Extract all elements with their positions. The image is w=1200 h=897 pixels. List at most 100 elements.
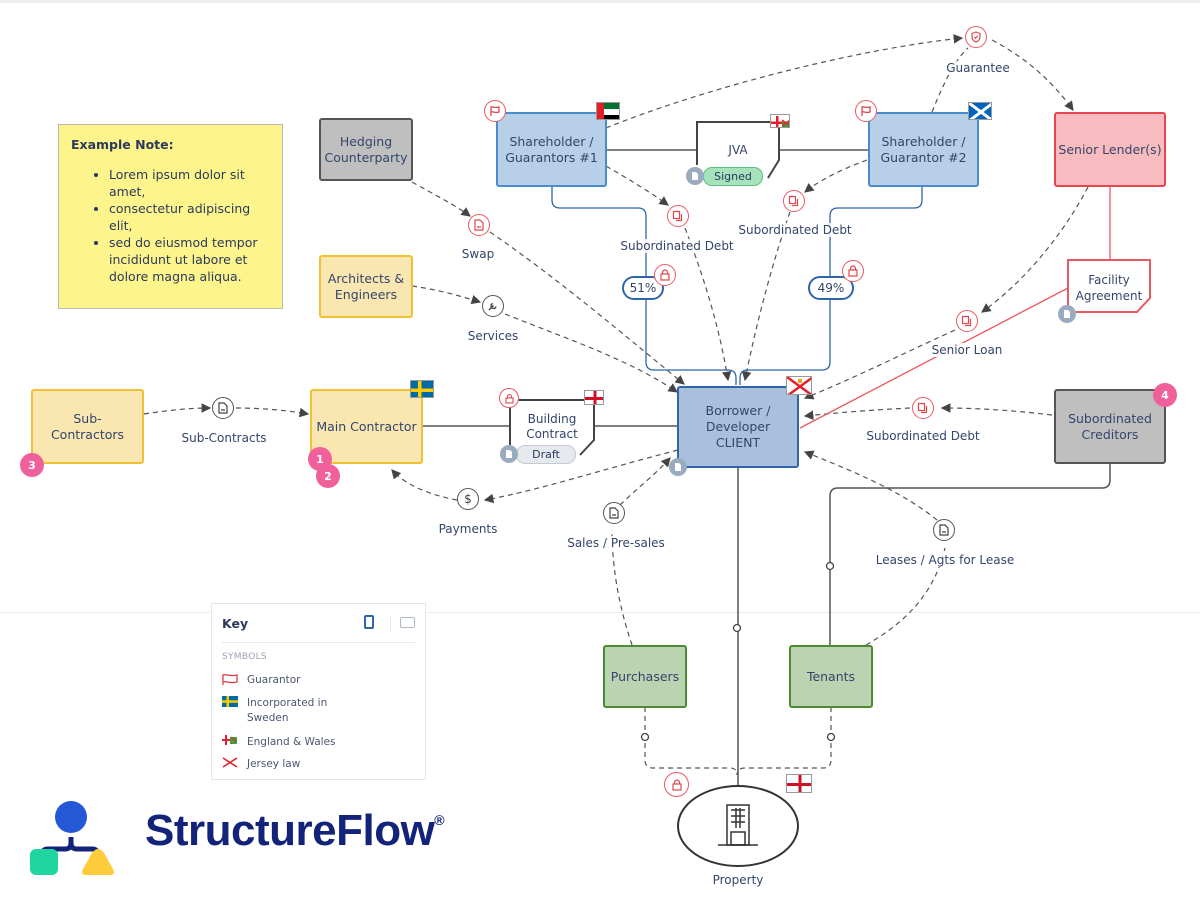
node-architects-engineers[interactable]: Architects & Engineers <box>319 255 413 318</box>
node-label: Borrower / Developer CLIENT <box>705 403 771 450</box>
edge-guarantee-sh2[interactable] <box>931 47 969 113</box>
example-note[interactable]: Example Note: Lorem ipsum dolor sit amet… <box>58 124 283 309</box>
node-main-contractor[interactable]: Main Contractor <box>310 389 423 464</box>
sales-document-icon[interactable] <box>603 502 625 524</box>
edge-hedging-swap[interactable] <box>411 181 471 217</box>
england-wales-flag-icon <box>770 114 790 128</box>
edge-tenants-property[interactable] <box>736 707 832 776</box>
note-list: Lorem ipsum dolor sit amet, consectetur … <box>71 166 270 285</box>
key-item: England & Wales <box>222 735 335 750</box>
property-node[interactable] <box>677 785 799 867</box>
status-badge-draft[interactable]: Draft <box>516 445 576 464</box>
edge-facility-borrower[interactable] <box>799 287 1069 429</box>
edge-lender-seniorloan[interactable] <box>981 186 1089 313</box>
facility-agreement-shape[interactable] <box>1067 259 1151 313</box>
key-item: Jersey law <box>222 757 300 773</box>
key-section-title: SYMBOLS <box>222 652 267 662</box>
edge-sub-subcontracts[interactable] <box>143 403 212 415</box>
leases-document-icon[interactable] <box>933 519 955 541</box>
edge-payments-main[interactable] <box>391 469 458 501</box>
security-lock-icon[interactable] <box>654 264 676 286</box>
edge-sh2-subdebt[interactable] <box>804 159 868 193</box>
sweden-flag-icon <box>222 696 238 707</box>
subordinated-debt-icon[interactable] <box>667 205 689 227</box>
security-lock-icon[interactable] <box>842 260 864 282</box>
swap-document-icon[interactable] <box>468 214 490 236</box>
edge-subcontracts-main[interactable] <box>235 407 310 418</box>
status-badge-signed[interactable]: Signed <box>703 167 763 186</box>
property-label: Property <box>712 873 764 887</box>
edge-services-borrower[interactable] <box>504 313 678 393</box>
england-flag-icon <box>584 390 604 405</box>
landscape-toggle-icon[interactable] <box>400 617 415 628</box>
guarantor-flag-icon <box>855 100 877 122</box>
node-shareholder-1[interactable]: Shareholder / Guarantors #1 <box>496 112 607 187</box>
key-title: Key <box>222 616 249 631</box>
jersey-flag-icon <box>786 376 812 395</box>
edge-leases-borrower[interactable] <box>803 450 938 521</box>
security-lock-icon[interactable] <box>499 388 519 408</box>
note-title: Example Note: <box>71 137 174 152</box>
sub-contracts-document-icon[interactable] <box>212 397 234 419</box>
edge-subdebt2-borrower[interactable] <box>741 211 791 382</box>
node-label: Shareholder / Guarantor #2 <box>880 133 967 165</box>
jva-label: JVA <box>728 143 748 157</box>
annotation-badge-4[interactable]: 4 <box>1153 383 1177 407</box>
node-label: Hedging Counterparty <box>324 133 408 165</box>
document-icon[interactable] <box>500 445 518 463</box>
edge-sh1-subdebt[interactable] <box>605 165 669 206</box>
document-icon[interactable] <box>669 458 687 476</box>
edge-label-subdebt-3: Subordinated Debt <box>864 429 982 443</box>
node-borrower-developer[interactable]: Borrower / Developer CLIENT <box>677 386 799 468</box>
document-icon[interactable] <box>1058 305 1076 323</box>
annotation-badge-2[interactable]: 2 <box>316 464 340 488</box>
england-wales-flag-icon <box>222 735 238 745</box>
node-label: Main Contractor <box>316 418 417 434</box>
subordinated-debt-icon[interactable] <box>783 190 805 212</box>
edge-label-guarantee: Guarantee <box>944 61 1012 75</box>
node-subordinated-creditors[interactable]: Subordinated Creditors <box>1054 389 1166 464</box>
node-sub-contractors[interactable]: Sub-Contractors <box>31 389 144 464</box>
edge-purchasers-property[interactable] <box>644 707 738 776</box>
senior-loan-icon[interactable] <box>956 310 978 332</box>
key-item-label: Jersey law <box>247 758 301 770</box>
guarantor-flag-icon <box>222 673 238 685</box>
node-shareholder-2[interactable]: Shareholder / Guarantor #2 <box>868 112 979 187</box>
edge-subdebt3-borrower[interactable] <box>803 407 911 420</box>
building-icon <box>718 804 758 846</box>
edge-subcred-property[interactable] <box>829 464 1111 645</box>
scotland-flag-icon <box>968 102 992 120</box>
key-item-label: Guarantor <box>247 674 301 686</box>
node-hedging-counterparty[interactable]: Hedging Counterparty <box>319 118 413 181</box>
node-purchasers[interactable]: Purchasers <box>603 645 687 708</box>
edge-guarantee-lender[interactable] <box>991 39 1074 111</box>
payments-dollar-icon[interactable]: $ <box>457 488 479 510</box>
edge-arch-services[interactable] <box>411 285 482 305</box>
annotation-badge-3[interactable]: 3 <box>20 453 44 477</box>
subordinated-debt-icon[interactable] <box>912 397 934 419</box>
edge-borrower-payments[interactable] <box>483 449 679 504</box>
portrait-toggle-icon[interactable] <box>364 615 374 629</box>
services-wrench-icon[interactable] <box>482 295 504 317</box>
connector-dot <box>640 732 650 742</box>
guarantee-shield-icon[interactable] <box>965 26 987 48</box>
connector-dot <box>825 561 835 571</box>
document-icon[interactable] <box>686 167 704 185</box>
edge-tenants-leases[interactable] <box>865 547 946 646</box>
node-label: Shareholder / Guarantors #1 <box>505 133 598 165</box>
edge-seniorloan-borrower[interactable] <box>803 329 956 400</box>
security-lock-icon[interactable] <box>664 772 689 797</box>
top-divider <box>0 0 1200 3</box>
edge-purchasers-sales[interactable] <box>611 529 633 646</box>
edge-swap-borrower[interactable] <box>489 231 685 385</box>
node-tenants[interactable]: Tenants <box>789 645 873 708</box>
england-flag-icon <box>786 774 812 793</box>
edge-subcred-subdebt[interactable] <box>940 403 1053 416</box>
node-senior-lenders[interactable]: Senior Lender(s) <box>1054 112 1166 187</box>
edge-sales-borrower[interactable] <box>619 457 671 506</box>
note-item: consectetur adipiscing elit, <box>109 200 270 234</box>
jersey-flag-icon <box>222 757 238 768</box>
edge-label-senior-loan: Senior Loan <box>929 343 1005 357</box>
node-label: Senior Lender(s) <box>1058 141 1162 157</box>
edge-label-sales: Sales / Pre-sales <box>565 536 667 550</box>
